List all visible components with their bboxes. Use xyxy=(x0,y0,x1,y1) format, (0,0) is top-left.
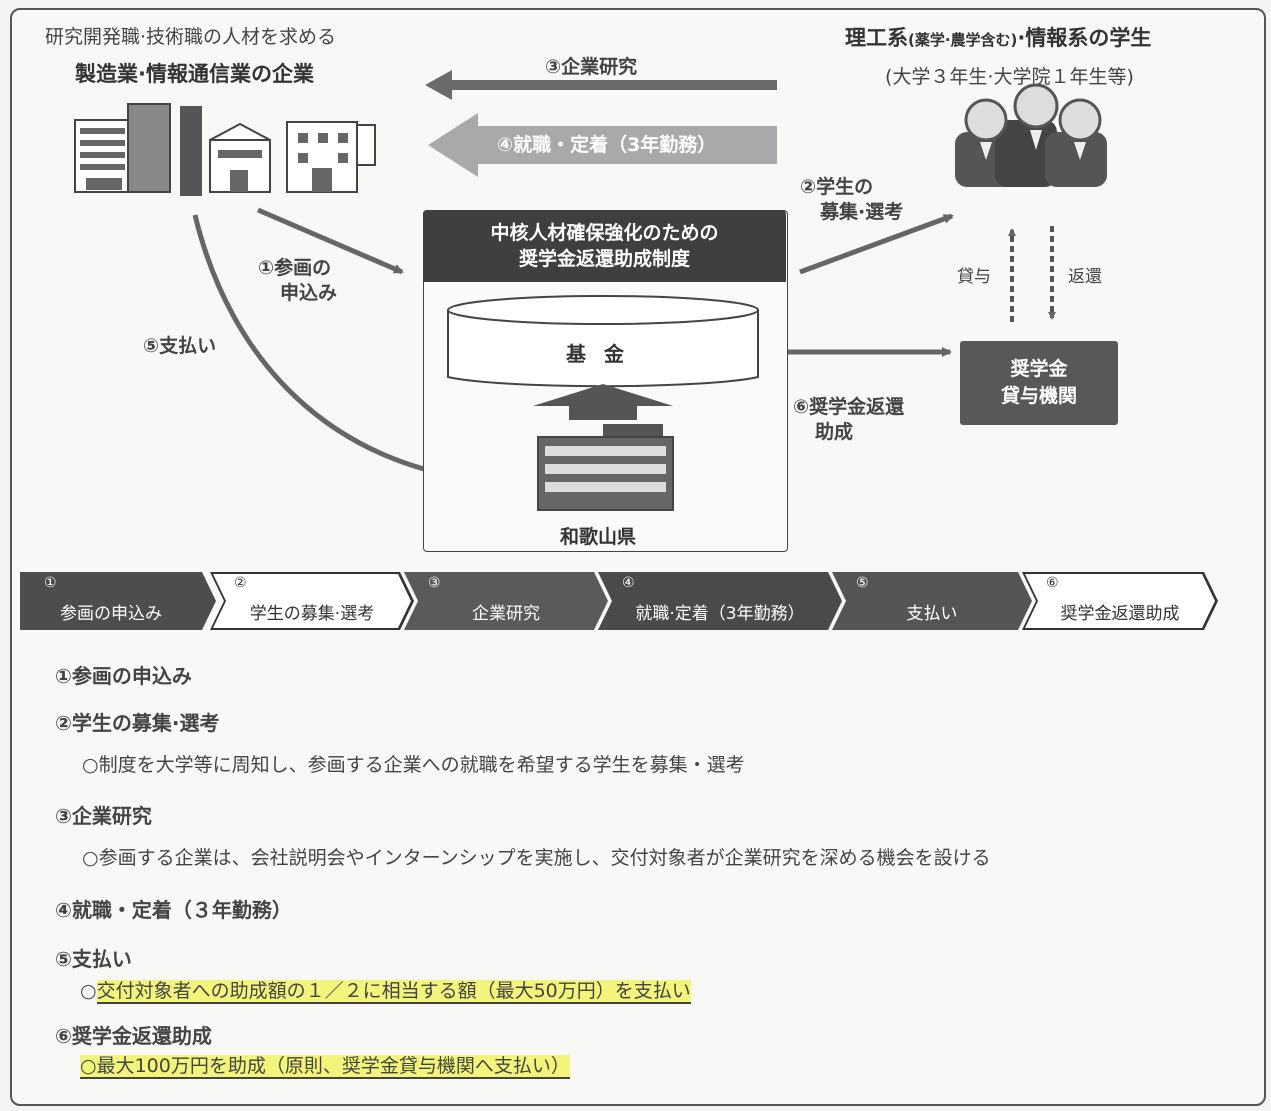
company-subtitle: 研究開発職·技術職の人材を求める xyxy=(45,26,337,48)
step-1-number: ① xyxy=(44,575,57,591)
flow-label-subsidy: ⑥奨学金返還 助成 xyxy=(793,396,905,443)
step-4: ④ 就職·定着（3年勤務） xyxy=(598,572,842,630)
explanation-6-title: ⑥奨学金返還助成 xyxy=(55,1024,212,1048)
explanation-2-title: ②学生の募集·選考 xyxy=(55,711,220,735)
arrow-company-research xyxy=(425,70,777,100)
scholarship-org-box: 奨学金 貸与機関 xyxy=(960,341,1118,425)
explanation-1-title: ①参画の申込み xyxy=(55,664,192,688)
step-2-label: 学生の募集·選考 xyxy=(249,604,375,624)
up-arrow-to-fund xyxy=(533,384,673,420)
subsidy-highlight: ○最大100万円を助成（原則、奨学金貸与機関へ支払い） xyxy=(80,1055,570,1079)
flow-label-application: ①参画の 申込み xyxy=(258,257,338,304)
prefecture-building-icon xyxy=(537,424,674,511)
step-1-label: 参画の申込み xyxy=(60,604,162,624)
explanation-2-body: ○制度を大学等に周知し、参画する企業への就職を希望する学生を募集・選考 xyxy=(82,754,745,776)
explanation-6-body: ○最大100万円を助成（原則、奨学金貸与機関へ支払い） xyxy=(80,1051,570,1079)
flow-diagram xyxy=(74,70,1107,487)
fund-graphic xyxy=(447,295,759,511)
repay-label: 返還 xyxy=(1068,267,1102,287)
flow-label-payment: ⑤支払い xyxy=(143,335,217,357)
process-steps: ① 参画の申込み ② 学生の募集·選考 ③ 企業研究 ④ 就職·定着（3年勤務）… xyxy=(20,572,1220,632)
step-2: ② 学生の募集·選考 xyxy=(210,572,414,630)
students-icon xyxy=(955,83,1107,187)
step-4-label: 就職·定着（3年勤務） xyxy=(635,604,805,624)
explanation-3-body: ○参画する企業は、会社説明会やインターンシップを実施し、交付対象者が企業研究を深… xyxy=(82,847,991,869)
loan-label: 貸与 xyxy=(957,267,991,287)
step-5-label: 支払い xyxy=(906,604,958,624)
flow-label-research: ③企業研究 xyxy=(545,56,638,78)
fund-label: 基金 xyxy=(566,342,642,366)
explanation-3-title: ③企業研究 xyxy=(55,804,152,828)
step-1: ① 参画の申込み xyxy=(20,572,216,630)
step-6-label: 奨学金返還助成 xyxy=(1060,604,1180,624)
building-windows-icon xyxy=(80,128,348,192)
system-title: 中核人材確保強化のための 奨学金返還助成制度 xyxy=(423,210,786,282)
arrow-application xyxy=(257,207,404,275)
step-3-number: ③ xyxy=(428,575,441,591)
explanation-5-title: ⑤支払い xyxy=(55,947,132,971)
step-6-number: ⑥ xyxy=(1046,575,1059,591)
company-title: 製造業·情報通信業の企業 xyxy=(75,62,314,86)
flow-label-employment: ④就職・定着（3年勤務） xyxy=(497,134,717,156)
prefecture-label: 和歌山県 xyxy=(560,526,637,548)
arrow-recruitment xyxy=(799,213,954,275)
explanation-5-body: ○交付対象者への助成額の１／２に相当する額（最大50万円）を支払い xyxy=(80,980,691,1004)
step-3-label: 企業研究 xyxy=(472,604,540,624)
step-5-number: ⑤ xyxy=(856,575,869,591)
step-6: ⑥ 奨学金返還助成 xyxy=(1022,572,1218,630)
step-2-number: ② xyxy=(234,575,247,591)
step-3: ③ 企業研究 xyxy=(404,572,608,630)
fund-cylinder xyxy=(447,295,759,388)
flow-label-recruitment: ②学生の 募集·選考 xyxy=(800,176,904,223)
step-4-number: ④ xyxy=(622,575,635,591)
student-subtitle: (大学３年生·大学院１年生等) xyxy=(885,66,1134,88)
student-title: 理工系(薬学·農学含む)·情報系の学生 xyxy=(845,26,1152,50)
arrow-employment xyxy=(428,113,777,177)
step-5: ⑤ 支払い xyxy=(832,572,1032,630)
payment-highlight: 交付対象者への助成額の１／２に相当する額（最大50万円）を支払い xyxy=(96,980,691,1004)
explanation-4-title: ④就職・定着（３年勤務） xyxy=(55,898,292,922)
